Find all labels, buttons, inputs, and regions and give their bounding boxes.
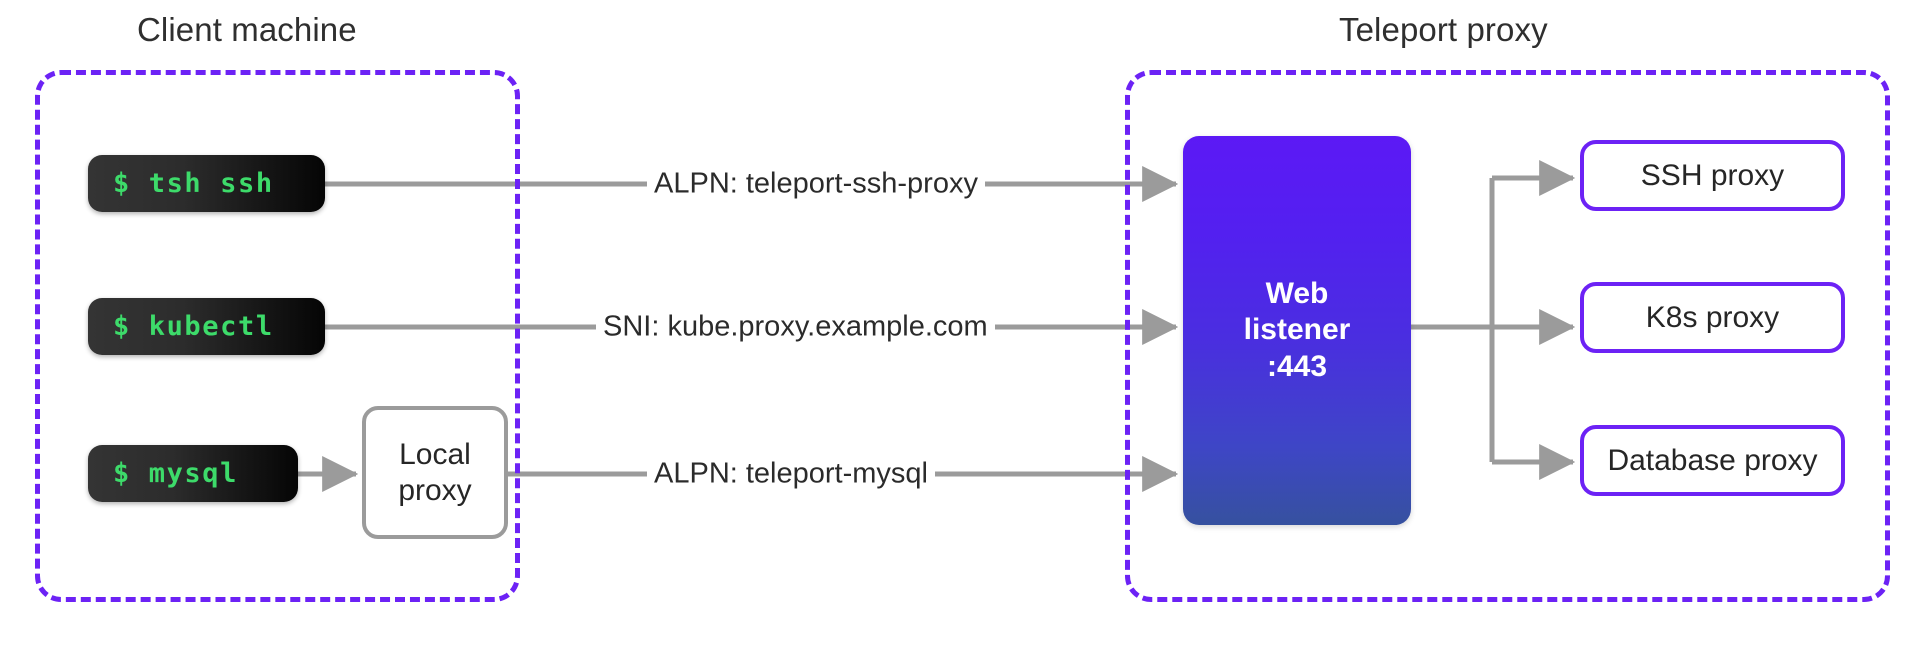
node-ssh-proxy[interactable]: SSH proxy: [1580, 140, 1845, 211]
terminal-chip-tsh-ssh[interactable]: $ tsh ssh: [88, 155, 325, 212]
node-web-listener[interactable]: Web listener :443: [1183, 136, 1411, 525]
local-proxy-label-line1: Local: [399, 438, 471, 472]
terminal-chip-kubectl[interactable]: $ kubectl: [88, 298, 325, 355]
k8s-proxy-label: K8s proxy: [1645, 300, 1780, 334]
edge-label-alpn-ssh: ALPN: teleport-ssh-proxy: [647, 169, 985, 199]
web-listener-label-port: :443: [1266, 349, 1328, 383]
group-title-teleport-proxy: Teleport proxy: [1339, 11, 1548, 48]
web-listener-label-line2: listener: [1243, 313, 1351, 347]
terminal-chip-mysql[interactable]: $ mysql: [88, 445, 298, 502]
web-listener-label-line1: Web: [1265, 276, 1329, 310]
web-listener-label: Web listener :443: [1244, 276, 1351, 386]
node-database-proxy[interactable]: Database proxy: [1580, 425, 1845, 496]
ssh-proxy-label: SSH proxy: [1640, 158, 1785, 192]
node-local-proxy[interactable]: Local proxy: [362, 406, 508, 539]
node-k8s-proxy[interactable]: K8s proxy: [1580, 282, 1845, 353]
edge-label-alpn-mysql: ALPN: teleport-mysql: [647, 459, 935, 489]
local-proxy-label-line2: proxy: [398, 473, 472, 507]
group-box-teleport-proxy: [1125, 70, 1890, 602]
local-proxy-label: Local proxy: [398, 437, 471, 508]
database-proxy-label: Database proxy: [1607, 443, 1818, 477]
group-box-client-machine: [35, 70, 520, 602]
edge-label-sni-kube: SNI: kube.proxy.example.com: [596, 312, 995, 342]
group-title-client-machine: Client machine: [137, 11, 357, 48]
